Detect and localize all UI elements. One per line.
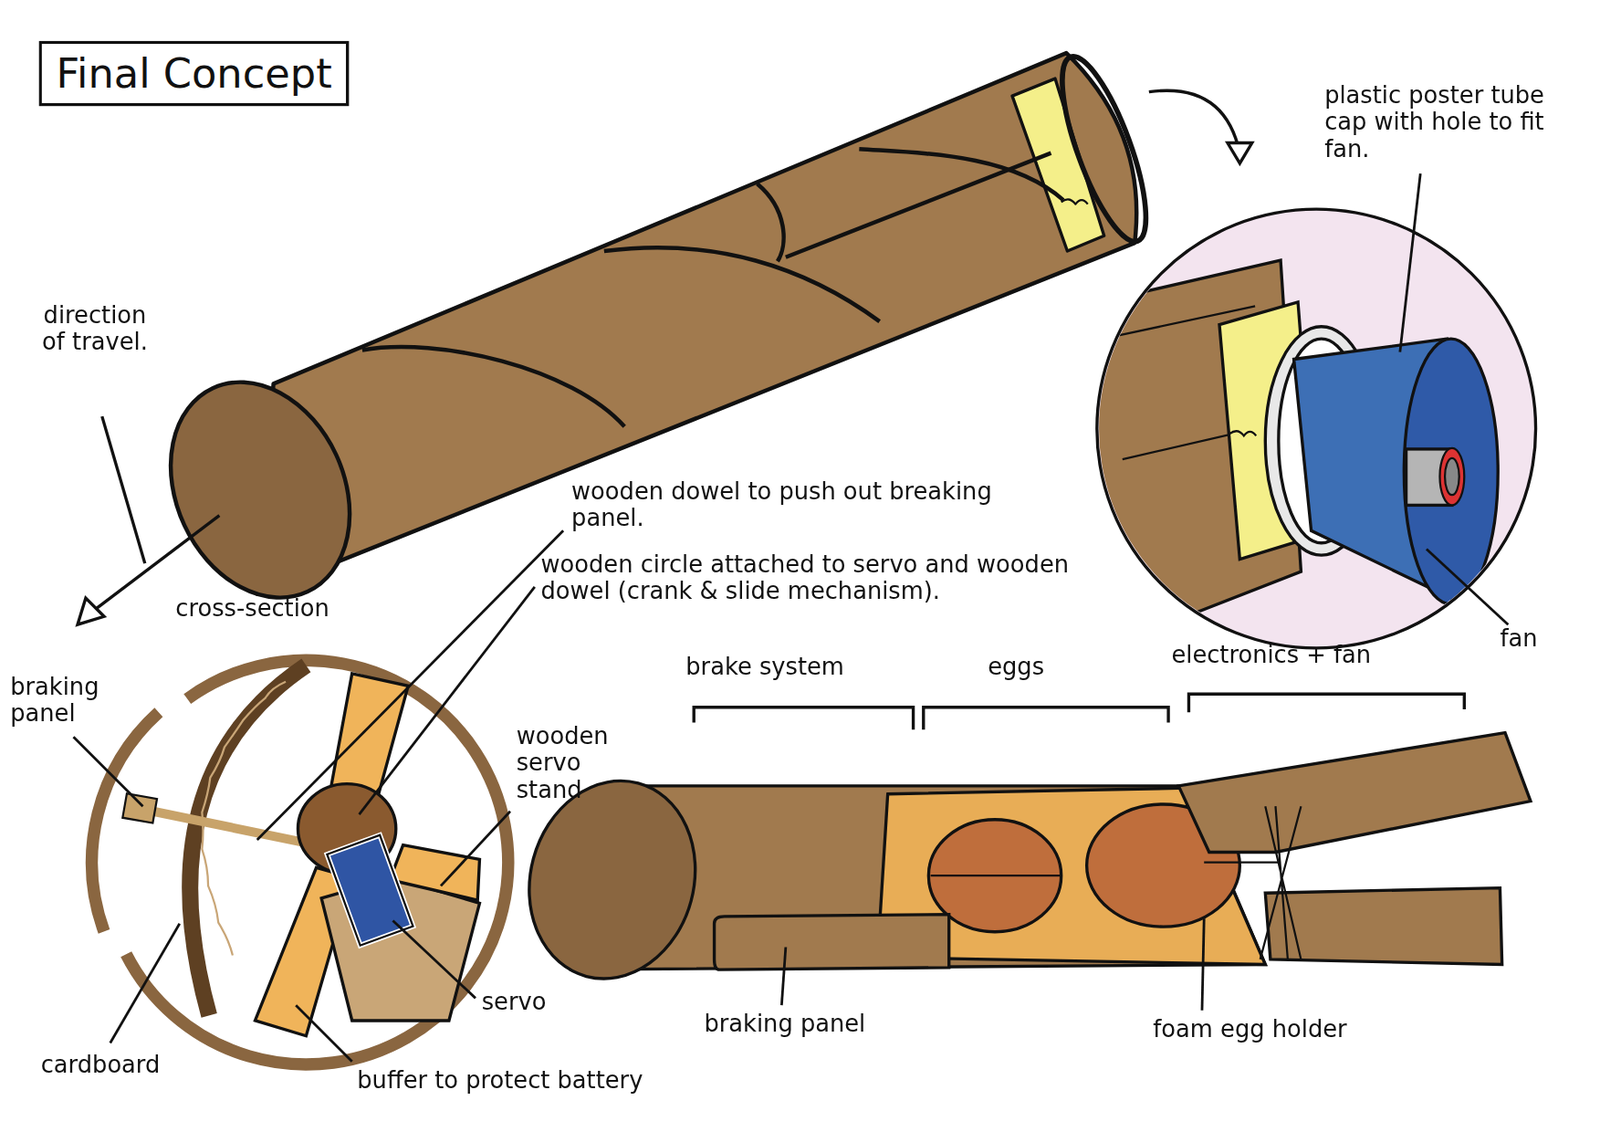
callout-label: direction of travel. (28, 302, 161, 356)
callout-label: braking panel (10, 673, 133, 728)
zoom-detail (1081, 260, 1498, 653)
side-view (714, 914, 950, 970)
callout-label: cross-section (175, 595, 330, 623)
cross-section-drawing (125, 659, 509, 1065)
zoom-detail (1439, 448, 1465, 506)
leader-line (1400, 173, 1421, 353)
zoom-detail (1403, 338, 1498, 605)
callout-label: foam egg holder (1152, 1014, 1347, 1043)
cross-section-drawing (92, 711, 159, 931)
tube-seams (362, 148, 1064, 427)
tube-seams (858, 148, 1064, 200)
title-box: Final Concept (38, 41, 349, 107)
leader-line (392, 920, 476, 998)
leader-line (1202, 918, 1204, 1011)
leader-line (440, 811, 511, 887)
callout-label: fan (1499, 624, 1538, 652)
cross-section-drawing (389, 845, 480, 900)
leader-line (781, 946, 785, 1005)
direction-arrow (77, 416, 220, 625)
bracket (1188, 693, 1465, 712)
callout-label: servo (481, 987, 547, 1015)
side-view (1260, 805, 1302, 960)
zoom-detail (1229, 430, 1256, 436)
leader-line (1426, 548, 1508, 625)
main-tube (257, 52, 1137, 595)
side-view (1178, 732, 1531, 853)
leader-line (295, 1004, 352, 1061)
leader-line (73, 173, 1508, 1062)
callout-label: electronics + fan (1171, 640, 1371, 669)
zoom-detail (1444, 458, 1460, 495)
title: Final Concept (55, 50, 332, 97)
zoom-arrow (1149, 90, 1253, 164)
main-tube (136, 352, 384, 627)
bracket (923, 707, 1169, 731)
callout-label: buffer to protect battery (356, 1066, 643, 1094)
tube-seams (604, 247, 880, 322)
cross-section-drawing (201, 681, 286, 956)
zoom-detail (1081, 209, 1537, 653)
leader-line (110, 923, 180, 1044)
cross-section-drawing (92, 659, 509, 1065)
main-tube (1061, 198, 1088, 204)
tube-seams (757, 183, 785, 262)
side-view (507, 732, 1531, 998)
callout-label: braking panel (703, 1010, 866, 1038)
main-tube (136, 47, 1163, 627)
side-view (930, 862, 1281, 877)
callout-label: wooden servo stand (516, 722, 629, 805)
bracket (693, 693, 1465, 730)
leader-line (359, 586, 535, 815)
callout-label: eggs (987, 653, 1045, 681)
tube-seams (785, 153, 1052, 258)
callout-label: brake system (685, 653, 845, 681)
cross-section-drawing (122, 793, 157, 823)
direction-arrow (102, 416, 146, 564)
callout-label: plastic poster tube cap with hole to fit… (1324, 81, 1588, 163)
callout-label: wooden circle attached to servo and wood… (541, 551, 1144, 606)
callout-label: cardboard (41, 1051, 161, 1079)
bracket (693, 707, 913, 731)
callout-label: wooden dowel to push out breaking panel. (571, 477, 1051, 532)
side-view (1265, 888, 1502, 965)
zoom-arrow (1227, 143, 1253, 164)
main-tube (1045, 47, 1163, 251)
zoom-arrow (1149, 90, 1241, 153)
leader-line (73, 736, 143, 806)
direction-arrow (77, 597, 105, 625)
tube-seams (362, 346, 625, 427)
